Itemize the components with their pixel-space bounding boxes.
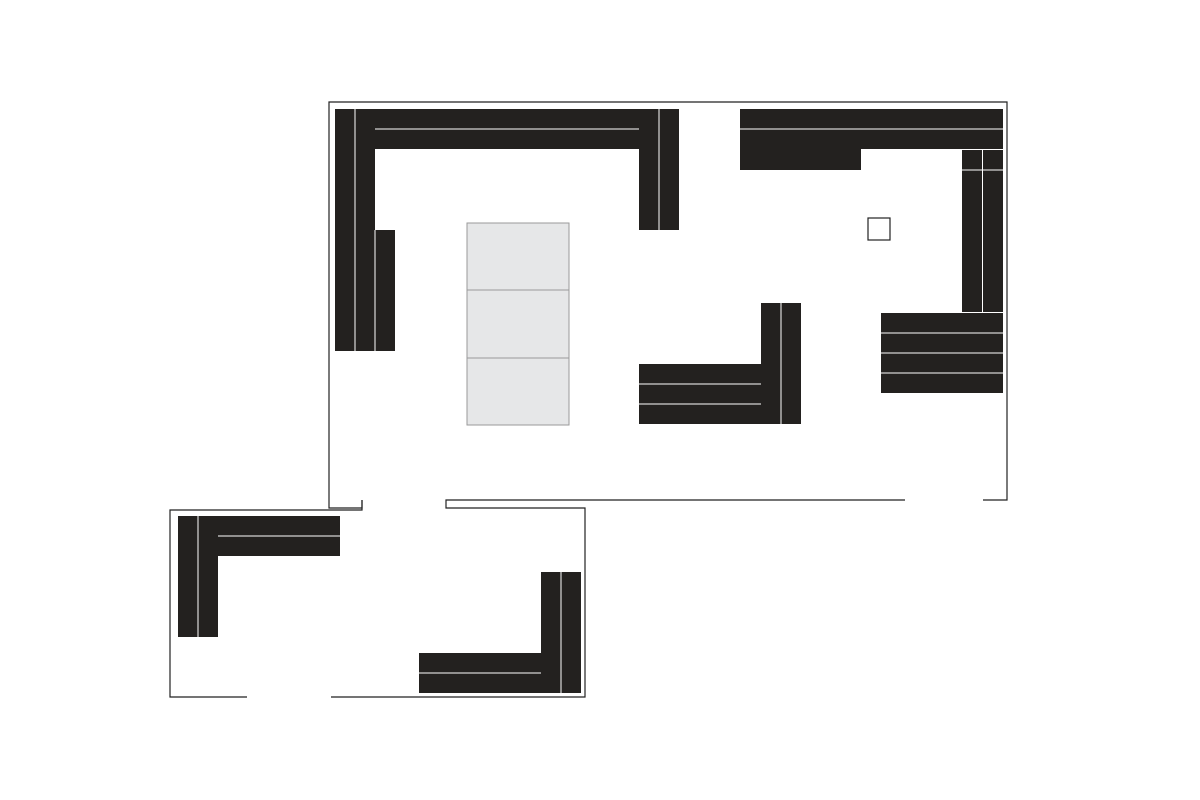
shelf-unit [335, 230, 395, 351]
shelf-unit [419, 653, 541, 693]
shelf-unit [881, 109, 1003, 149]
shelf-unit [639, 364, 761, 424]
shelf-unit [861, 109, 881, 149]
shelf-unit [178, 516, 218, 637]
shelf-unit [395, 109, 517, 149]
shelf-unit [761, 303, 801, 424]
shelf-unit [517, 109, 639, 149]
shelving-units [178, 109, 1003, 693]
shelf-unit [962, 190, 1003, 312]
shelf-unit [962, 150, 1003, 190]
display-table [466, 222, 570, 291]
shelf-unit [639, 109, 679, 230]
annex-wall [169, 500, 363, 698]
shelf-unit [740, 149, 861, 170]
shelf-unit [740, 109, 861, 149]
display-tables [466, 217, 891, 426]
display-table [466, 357, 570, 426]
shelf-unit [375, 109, 395, 149]
walls [169, 101, 1008, 698]
display-table [466, 289, 570, 359]
main-room-wall-bottom [331, 499, 905, 698]
pillar [867, 217, 891, 241]
shelf-unit [218, 516, 340, 556]
shelf-unit [881, 313, 1003, 393]
shelf-unit [335, 109, 375, 230]
shelf-unit [541, 572, 581, 693]
